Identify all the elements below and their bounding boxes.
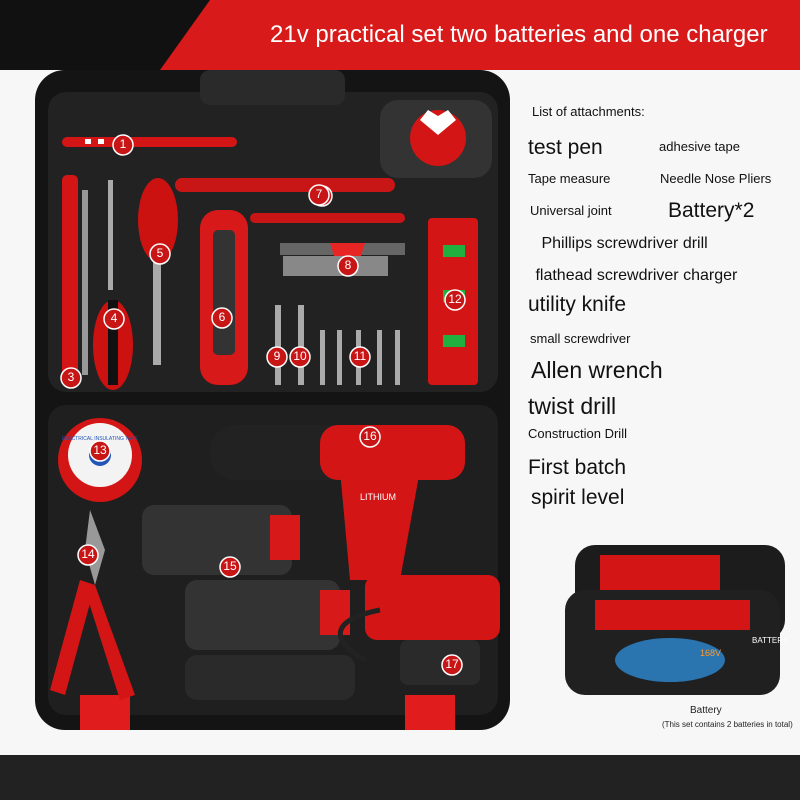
svg-text:17: 17 xyxy=(445,657,459,671)
marker-12: 12 xyxy=(445,290,465,310)
marker-13: 13 xyxy=(90,441,110,461)
attachment-twist-drill: twist drill xyxy=(528,393,616,420)
svg-text:15: 15 xyxy=(223,559,237,573)
marker-7: 7 xyxy=(309,185,329,205)
svg-text:5: 5 xyxy=(157,246,164,260)
svg-text:1: 1 xyxy=(120,137,127,151)
bottom-dark-stripe xyxy=(0,755,800,800)
attachment-adhesive-tape: adhesive tape xyxy=(659,139,740,154)
battery-voltage: 168V xyxy=(700,648,721,658)
utility-knife xyxy=(200,210,248,385)
marker-16: 16 xyxy=(360,427,380,447)
battery-caption: Battery xyxy=(690,705,722,716)
attachment-phillips-screwdriver-drill:  Phillips screwdriver drill xyxy=(537,234,708,253)
battery-product-image: 168V BATTERY xyxy=(565,545,789,695)
attachment-small-screwdriver: small screwdriver xyxy=(530,331,630,346)
marker-10: 10 xyxy=(290,347,310,367)
svg-text:4: 4 xyxy=(111,311,118,325)
attachment-needle-nose-pliers: Needle Nose Pliers xyxy=(660,171,771,186)
marker-6: 6 xyxy=(212,308,232,328)
battery-label: BATTERY xyxy=(752,636,789,645)
attachment-universal-joint: Universal joint xyxy=(530,203,612,218)
svg-text:8: 8 xyxy=(345,258,352,272)
attachment-allen-wrench: Allen wrench xyxy=(531,357,663,384)
drill-brand-text: LITHIUM xyxy=(360,492,396,502)
attachment-flathead-screwdriver-charger:  flathead screwdriver charger xyxy=(531,266,737,285)
attachment-tape-measure: Tape measure xyxy=(528,171,610,186)
marker-9: 9 xyxy=(267,347,287,367)
svg-text:14: 14 xyxy=(81,547,95,561)
svg-text:12: 12 xyxy=(448,292,462,306)
svg-text:16: 16 xyxy=(363,429,377,443)
marker-11: 11 xyxy=(350,347,370,367)
battery-pack-2 xyxy=(185,580,350,650)
marker-5: 5 xyxy=(150,244,170,264)
attachment-test-pen: test pen xyxy=(528,136,603,160)
marker-14: 14 xyxy=(78,545,98,565)
test-pen xyxy=(62,137,237,147)
svg-text:9: 9 xyxy=(274,349,281,363)
marker-17: 17 xyxy=(442,655,462,675)
tape-measure xyxy=(380,100,492,178)
svg-text:11: 11 xyxy=(354,349,367,363)
attachment-utility-knife: utility knife xyxy=(528,293,626,317)
marker-3: 3 xyxy=(61,368,81,388)
marker-1: 1 xyxy=(113,135,133,155)
screwdriver-bits xyxy=(62,175,88,380)
attachment-battery: Battery*2 xyxy=(668,199,754,223)
svg-text:13: 13 xyxy=(93,443,107,457)
svg-text:10: 10 xyxy=(293,349,307,363)
battery-note: (This set contains 2 batteries in total) xyxy=(662,720,793,729)
marker-8: 8 xyxy=(338,256,358,276)
attachment-spirit-level: spirit level xyxy=(531,486,624,510)
attachment-construction-drill: Construction Drill xyxy=(528,426,627,441)
attachment-first-batch: First batch xyxy=(528,456,626,480)
svg-text:3: 3 xyxy=(68,370,75,384)
svg-text:6: 6 xyxy=(219,310,226,324)
attachments-heading: List of attachments: xyxy=(532,104,645,119)
marker-15: 15 xyxy=(220,557,240,577)
marker-4: 4 xyxy=(104,309,124,329)
svg-text:7: 7 xyxy=(316,187,323,201)
